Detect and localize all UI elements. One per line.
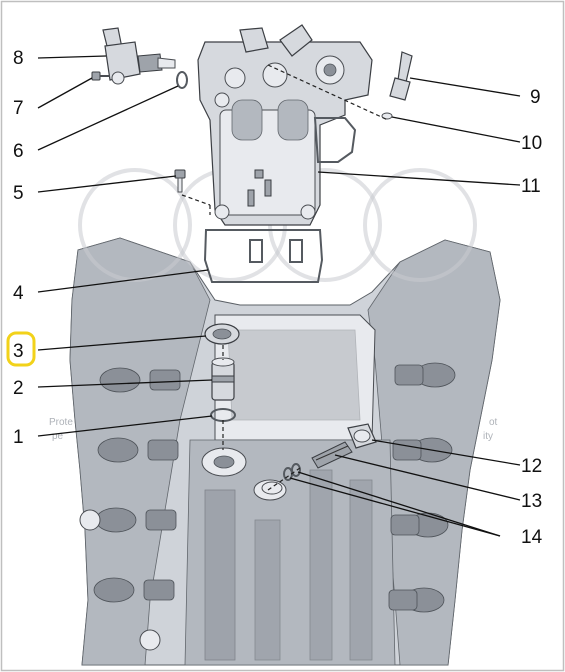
leader-lines: [37, 55, 521, 537]
part-11-housing: [197, 24, 373, 226]
callout-3: 3: [13, 341, 24, 362]
callout-numbers: 1 2 3 4 5 6 7 8 9 10 11 12 13 14: [13, 48, 543, 548]
left-bank-ports: [79, 367, 181, 651]
leader-10: [391, 116, 521, 143]
leader-4: [37, 269, 209, 293]
part-6-oring: [176, 71, 188, 89]
part-2-insert: [211, 357, 235, 401]
part-7-bolt: [91, 71, 110, 81]
leader-9: [409, 77, 521, 97]
leader-14a: [297, 471, 501, 537]
leader-8: [37, 55, 107, 59]
watermark-text-right-second: ity: [483, 431, 493, 442]
part-5-bolt: [174, 169, 186, 193]
leader-5: [37, 175, 177, 193]
callout-13: 13: [521, 491, 542, 512]
callout-4: 4: [13, 283, 24, 304]
watermark-text-right: ot: [489, 417, 498, 428]
callout-10: 10: [521, 133, 542, 154]
leader-7: [37, 77, 93, 109]
callout-2: 2: [13, 378, 24, 399]
callout-9: 9: [530, 87, 541, 108]
leader-1: [37, 415, 213, 437]
leader-3: [37, 335, 207, 351]
engine-block: [69, 237, 501, 666]
part-9-sensor: [381, 51, 413, 120]
callout-6: 6: [13, 141, 24, 162]
callout-1: 1: [13, 427, 24, 448]
callout-3-highlight: [6, 331, 36, 367]
leader-12: [371, 439, 521, 466]
callout-11: 11: [521, 176, 541, 197]
watermark-text-left-second: pe: [52, 431, 64, 442]
part-10-gasket: [313, 117, 357, 163]
part-13-spring-assembly: [311, 441, 353, 469]
leader-11: [317, 171, 521, 186]
callout-8: 8: [13, 48, 24, 69]
leader-13: [334, 454, 521, 501]
callout-12: 12: [521, 456, 542, 477]
leader-6: [37, 85, 179, 151]
part-8-solenoid: [102, 27, 176, 85]
callout-7: 7: [13, 98, 24, 119]
leader-14b: [289, 477, 501, 537]
callout-5: 5: [13, 183, 24, 204]
part-4-gasket: [203, 229, 324, 283]
part-12-valve: [347, 423, 377, 449]
part-14-orings: [261, 463, 301, 495]
callout-14: 14: [521, 527, 543, 548]
leader-2: [37, 379, 213, 388]
assembly-lines: [181, 64, 389, 491]
part-3-seal: [204, 323, 240, 345]
watermark-text-left: Prote: [49, 417, 73, 428]
